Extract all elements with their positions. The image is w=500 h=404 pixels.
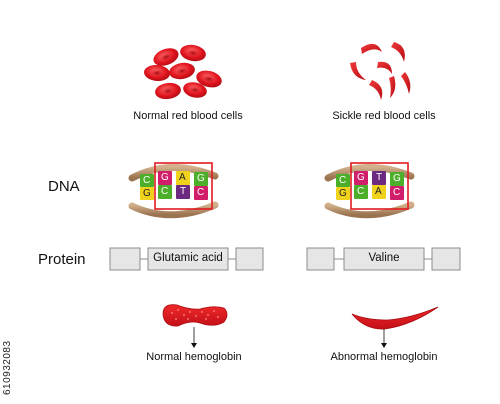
base-block	[354, 185, 368, 199]
sickle-rbc	[361, 43, 382, 54]
normal-cells-caption: Normal red blood cells	[133, 110, 243, 122]
dna-normal	[128, 162, 219, 219]
normal-rbc	[144, 64, 170, 82]
dna-row-title: DNA	[48, 178, 80, 195]
amino-acid-box	[109, 247, 141, 271]
base-letter: T	[180, 186, 187, 197]
base-block	[390, 172, 404, 186]
base-block	[140, 174, 154, 187]
base-block	[372, 171, 386, 185]
pointer-arrowhead	[381, 343, 387, 348]
sickle-rbc	[377, 61, 392, 74]
normal-hemoglobin-caption: Normal hemoglobin	[146, 351, 242, 363]
base-letter: C	[143, 175, 151, 186]
normal-rbc-group	[144, 44, 222, 100]
base-block	[176, 171, 190, 185]
amino-acid-box	[431, 247, 461, 271]
base-letter: G	[393, 173, 401, 184]
stock-id-strip	[0, 0, 14, 404]
sickle-cells-caption: Sickle red blood cells	[332, 110, 436, 122]
normal-hemoglobin-cell	[162, 304, 228, 327]
base-block	[158, 185, 172, 199]
abnormal-hemoglobin-cell	[351, 306, 439, 330]
base-block	[140, 187, 154, 200]
normal-rbc	[153, 48, 179, 66]
sickle-rbc	[389, 76, 396, 98]
protein-normal-chain	[109, 247, 264, 271]
dna-backbone-bottom	[324, 201, 415, 219]
base-block	[390, 186, 404, 200]
mutation-highlight-box	[154, 162, 213, 210]
valine-label: Valine	[368, 252, 400, 264]
abnormal-hemoglobin-caption: Abnormal hemoglobin	[330, 351, 438, 363]
normal-rbc	[180, 44, 206, 62]
base-letter: A	[179, 172, 186, 183]
sickle-rbc	[369, 80, 383, 100]
base-block	[194, 186, 208, 200]
base-letter: G	[143, 188, 151, 199]
base-letter: G	[197, 173, 205, 184]
protein-row-title: Protein	[38, 251, 86, 268]
amino-acid-box	[306, 247, 335, 271]
base-block	[336, 174, 350, 187]
base-block	[372, 185, 386, 199]
base-letter: C	[197, 187, 205, 198]
dna-backbone-bottom	[128, 201, 219, 219]
base-letter: T	[376, 172, 383, 183]
glutamic-acid-label: Glutamic acid	[153, 252, 223, 264]
base-letter: A	[375, 186, 382, 197]
normal-rbc	[169, 62, 195, 80]
base-letter: G	[357, 172, 365, 183]
protein-sickle-chain	[306, 247, 461, 271]
mutation-highlight-box	[350, 162, 409, 210]
sickle-rbc	[391, 42, 405, 62]
sickle-rbc	[350, 62, 366, 80]
base-block	[194, 172, 208, 186]
base-block	[336, 187, 350, 200]
base-letter: C	[339, 175, 347, 186]
cell-texture-dots	[171, 309, 219, 320]
base-letter: G	[161, 172, 169, 183]
base-letter: C	[393, 187, 401, 198]
normal-rbc	[183, 82, 207, 98]
normal-rbc	[196, 70, 222, 88]
sickle-rbc	[401, 72, 411, 94]
dna-sickle	[324, 162, 415, 219]
base-block	[158, 171, 172, 185]
stock-image-id: 610932083	[2, 340, 13, 395]
base-letter: C	[357, 186, 365, 197]
base-block	[176, 185, 190, 199]
base-letter: G	[339, 188, 347, 199]
base-block	[354, 171, 368, 185]
normal-rbc	[155, 82, 181, 100]
base-letter: C	[161, 186, 169, 197]
pointer-arrowhead	[191, 343, 197, 348]
amino-acid-box	[235, 247, 264, 271]
sickle-rbc-group	[350, 42, 411, 100]
